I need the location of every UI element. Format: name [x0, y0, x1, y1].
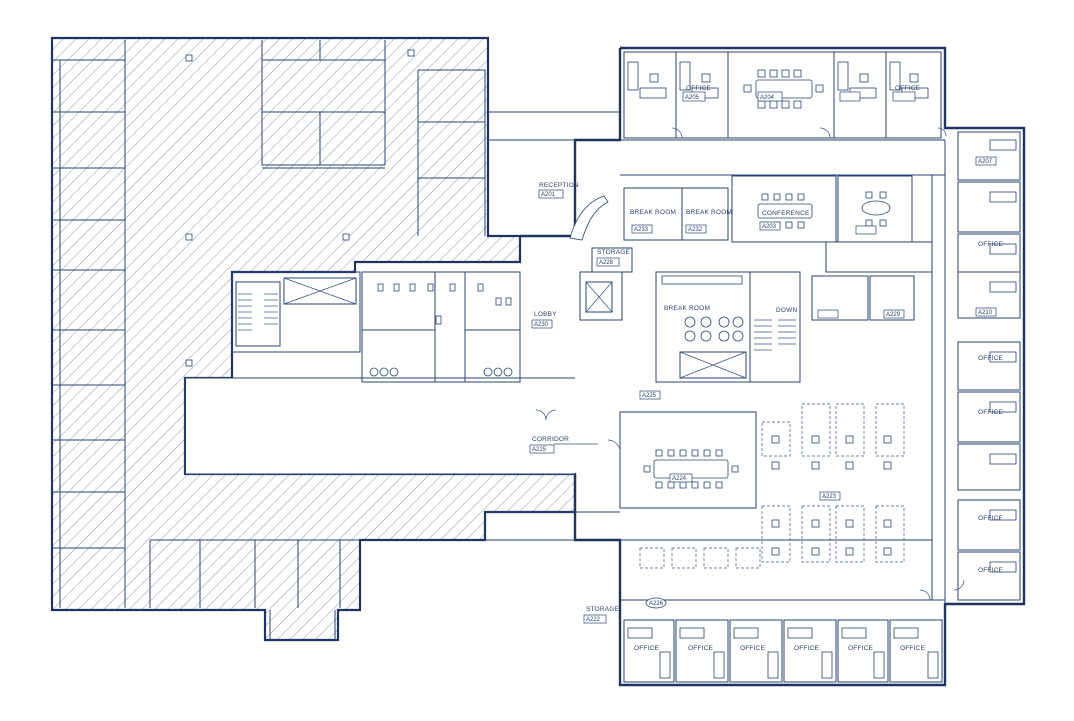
core-area	[231, 271, 521, 383]
south-offices: OFFICE OFFICE OFFICE OFFICE OFFICE OFFIC…	[623, 619, 943, 683]
label-office-n2: OFFICE	[895, 85, 920, 92]
label-a204: A204	[760, 95, 775, 101]
label-office-s3: OFFICE	[740, 645, 765, 652]
label-a232: A232	[688, 227, 703, 233]
open-office: A224 A223	[619, 403, 905, 569]
label-conference-2-num: A224	[672, 476, 687, 482]
label-corridor: CORRIDOR	[532, 436, 569, 443]
label-break-room-2: BREAK ROOM	[686, 209, 732, 216]
label-reception-num: A201	[541, 192, 556, 198]
label-reception: RECEPTION	[539, 182, 579, 189]
label-office-e4: OFFICE	[978, 515, 1003, 522]
label-office-s1: OFFICE	[634, 645, 659, 652]
label-break-room-1: BREAK ROOM	[630, 209, 676, 216]
label-office-e3: OFFICE	[978, 409, 1003, 416]
label-aa25: A225	[642, 393, 657, 399]
label-storage-1-num: A228	[599, 260, 614, 266]
label-corridor-num: A225	[532, 447, 547, 453]
label-office-e1: OFFICE	[978, 241, 1003, 248]
upper-rooms: RECEPTION A201 BREAK ROOM A233 BREAK ROO…	[538, 175, 933, 273]
east-offices: A207 A210 OFFICE OFFICE OFFICE OFFICE OF…	[957, 131, 1021, 601]
label-office-n1: OFFICE	[686, 85, 711, 92]
label-a223: A223	[822, 494, 837, 500]
label-break-room-3: BREAK ROOM	[664, 305, 710, 312]
label-office-s4: OFFICE	[794, 645, 819, 652]
label-office-e2: OFFICE	[978, 355, 1003, 362]
label-down: DOWN	[776, 307, 797, 314]
label-a210: A210	[978, 310, 993, 316]
north-offices: A205 A204 OFFICE OFFICE	[623, 51, 942, 139]
corridor-labels: CORRIDOR A225 STORAGE A222 A226	[529, 436, 667, 624]
label-office-s5: OFFICE	[848, 645, 873, 652]
label-storage-2: STORAGE	[586, 606, 620, 613]
label-lobby: LOBBY	[534, 311, 557, 318]
east-wing-walls	[485, 46, 1026, 687]
label-office-s2: OFFICE	[688, 645, 713, 652]
label-office-s6: OFFICE	[900, 645, 925, 652]
label-a205: A205	[685, 95, 700, 101]
label-a226: A226	[649, 601, 664, 607]
central-core: STORAGE A228 LOBBY A230 BREAK ROOM DOWN …	[531, 247, 915, 400]
label-conference-num: A203	[762, 224, 777, 230]
label-a233: A233	[634, 227, 649, 233]
label-office-e5: OFFICE	[978, 567, 1003, 574]
label-conference: CONFERENCE	[762, 210, 810, 217]
door-swings	[535, 127, 965, 601]
label-a207: A207	[978, 159, 993, 165]
label-a229: A229	[886, 312, 901, 318]
label-storage-1: STORAGE	[597, 249, 631, 256]
label-lobby-num: A230	[534, 322, 549, 328]
hatched-west-wing	[50, 36, 577, 642]
label-storage-2-num: A222	[586, 617, 601, 623]
